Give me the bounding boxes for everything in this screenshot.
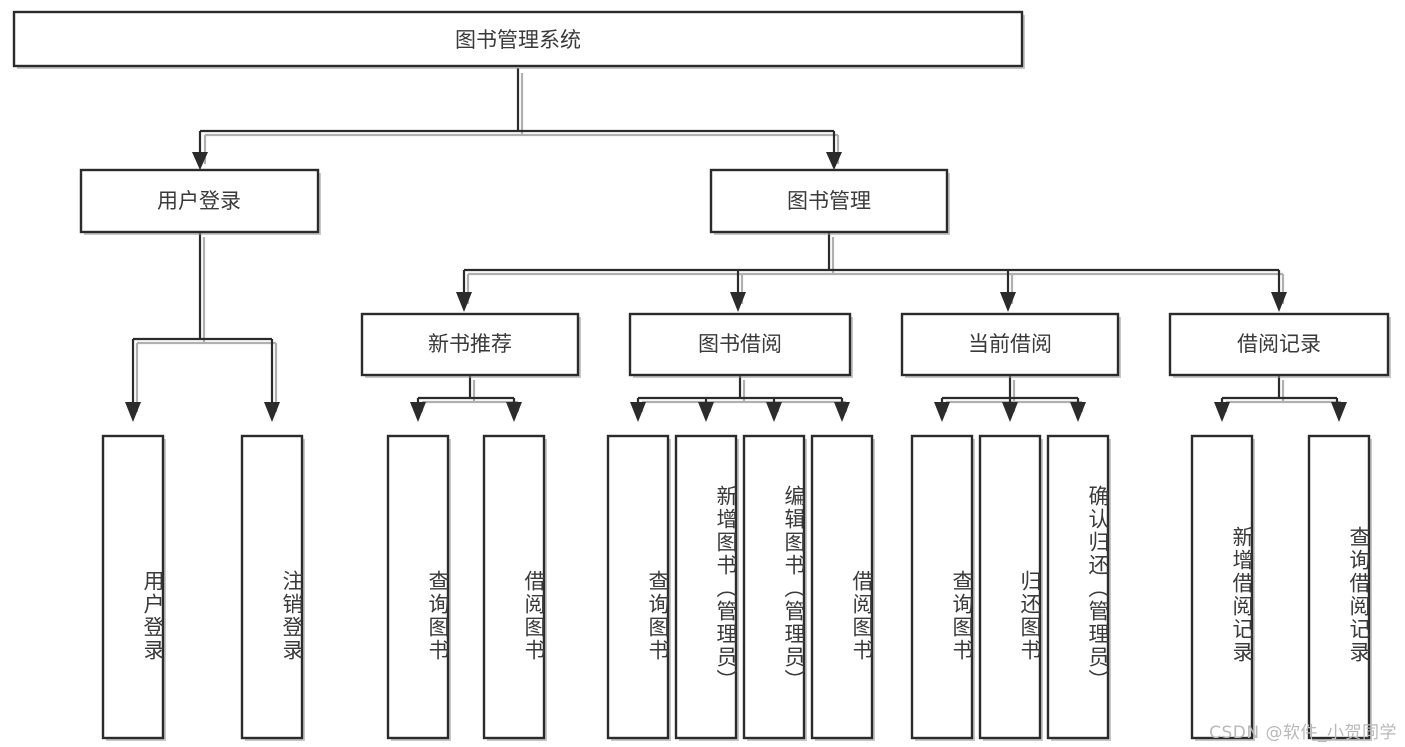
leaf-query-borrow-record[interactable]	[1307, 434, 1371, 740]
leaf-query-book-newbook[interactable]	[386, 434, 450, 740]
watermark-text: CSDN @软件_小贺同学	[1209, 723, 1397, 743]
arrow-head-currentborrow-leaf-3	[1070, 402, 1086, 422]
arrow-head-borrowrecord-leaf-2	[1331, 402, 1347, 422]
connector-shadow-root	[203, 73, 840, 164]
leaf-confirm-return-admin[interactable]	[1046, 434, 1110, 740]
node-user-login[interactable]	[79, 168, 320, 234]
connector-shadow-borrowrecord	[1224, 380, 1343, 412]
leaf-return-book[interactable]	[978, 434, 1042, 740]
connector-newbook-to-leaves	[416, 375, 516, 408]
connector-layer	[125, 68, 1347, 422]
connector-borrowrecord-to-leaves	[1220, 375, 1339, 408]
arrow-head-book-borrow	[730, 292, 746, 312]
leaf-borrow-book-bookborrow[interactable]	[810, 434, 874, 740]
arrow-head-bookborrow-leaf-4	[834, 402, 850, 422]
arrow-head-user-login	[192, 152, 208, 170]
node-book-management-label: 图书管理	[787, 189, 871, 213]
node-root-label: 图书管理系统	[455, 28, 581, 52]
leaf-edit-book-admin[interactable]	[742, 434, 806, 740]
node-current-borrow[interactable]	[900, 312, 1120, 377]
leaf-query-book-bookborrow[interactable]	[606, 434, 670, 740]
node-book-management[interactable]	[709, 168, 949, 234]
node-layer: 图书管理系统 用户登录 图书管理 新书推荐 图书借阅 当前借阅 借阅记录	[12, 10, 1390, 740]
node-borrow-record-label: 借阅记录	[1237, 332, 1321, 356]
node-new-book-recommend[interactable]	[360, 312, 580, 377]
leaf-add-borrow-record[interactable]	[1190, 434, 1254, 740]
arrow-head-leaf-user-login	[125, 402, 141, 422]
leaf-user-login[interactable]	[101, 434, 165, 740]
arrow-head-bookborrow-leaf-2	[698, 402, 714, 422]
arrow-head-current-borrow	[1000, 292, 1016, 312]
arrow-head-new-book	[456, 292, 472, 312]
leaf-borrow-book-newbook[interactable]	[482, 434, 546, 740]
arrow-head-book-manage	[826, 152, 842, 170]
arrow-head-bookborrow-leaf-3	[766, 402, 782, 422]
arrow-head-currentborrow-leaf-2	[1002, 402, 1018, 422]
arrow-head-borrowrecord-leaf-1	[1214, 402, 1230, 422]
node-book-borrow[interactable]	[628, 312, 852, 377]
connector-shadow-userlogin	[135, 237, 278, 412]
arrow-head-currentborrow-leaf-1	[934, 402, 950, 422]
connector-root-to-level2	[198, 68, 836, 160]
arrow-head-borrow-record	[1271, 292, 1287, 312]
node-current-borrow-label: 当前借阅	[968, 332, 1052, 356]
connector-shadow-bookborrow	[640, 380, 848, 412]
node-book-borrow-label: 图书借阅	[698, 332, 782, 356]
node-user-login-label: 用户登录	[157, 189, 241, 213]
leaf-query-book-currentborrow[interactable]	[910, 434, 974, 740]
leaf-logout[interactable]	[240, 434, 304, 740]
node-borrow-record[interactable]	[1168, 312, 1390, 377]
leaf-add-book-admin[interactable]	[674, 434, 738, 740]
connector-shadow-newbook	[420, 380, 520, 412]
node-new-book-recommend-label: 新书推荐	[428, 332, 512, 356]
arrow-head-bookborrow-leaf-1	[630, 402, 646, 422]
connector-userlogin-to-leaves	[131, 232, 274, 408]
arrow-head-leaf-logout	[264, 402, 280, 422]
connector-bookmanage-to-level3	[462, 232, 1281, 300]
node-root-book-management-system[interactable]	[12, 10, 1024, 68]
connector-shadow-level3	[466, 237, 1285, 304]
arrow-head-newbook-leaf-1	[410, 402, 426, 422]
arrow-head-newbook-leaf-2	[506, 402, 522, 422]
